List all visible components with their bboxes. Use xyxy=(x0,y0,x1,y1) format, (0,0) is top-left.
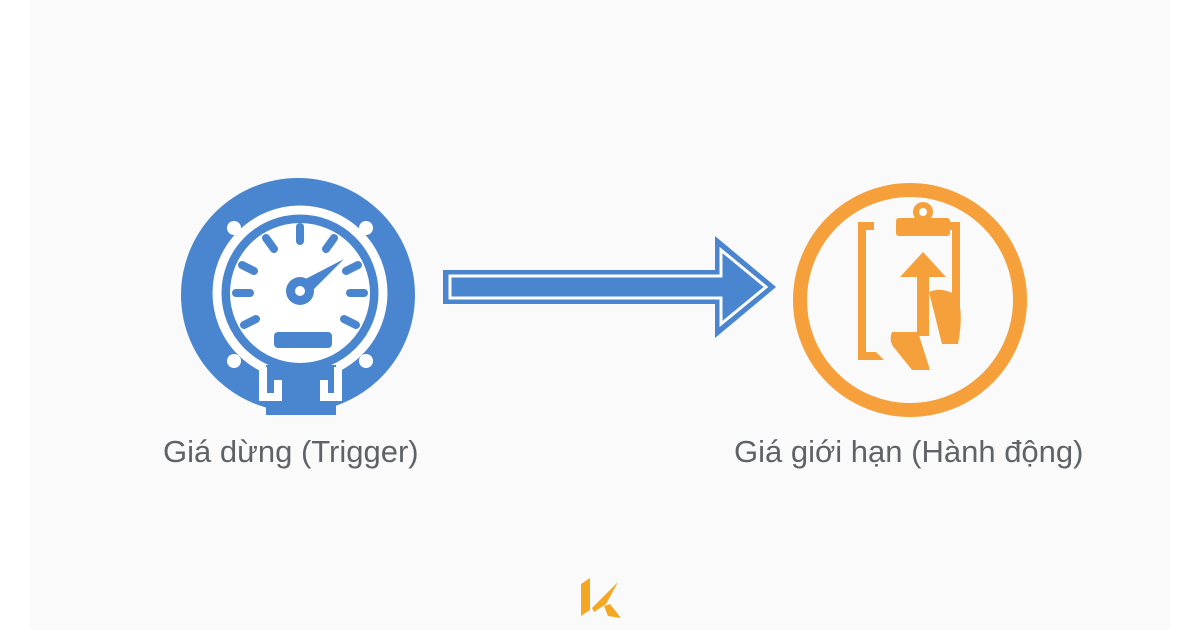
gauge-icon xyxy=(178,175,418,415)
k-logo-icon xyxy=(578,570,622,620)
clipboard-hand-icon xyxy=(792,182,1032,422)
arrow-right-icon xyxy=(440,232,780,342)
right-node-label: Giá giới hạn (Hành động) xyxy=(734,434,1084,469)
left-node-label: Giá dừng (Trigger) xyxy=(163,434,419,469)
